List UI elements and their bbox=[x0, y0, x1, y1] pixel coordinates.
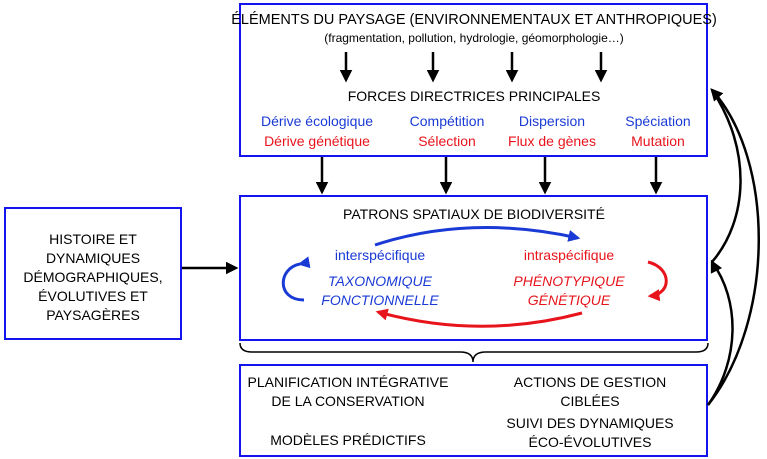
management-actions-line-1: ACTIONS DE GESTION bbox=[513, 374, 667, 390]
history-line-2: DYNAMIQUES bbox=[45, 250, 141, 266]
integrative-planning-line-1: PLANIFICATION INTÉGRATIVE bbox=[247, 374, 449, 390]
history-line-4: ÉVOLUTIVES ET bbox=[38, 288, 148, 304]
feedback-arrow-to-landscape bbox=[707, 88, 760, 406]
phenotypic-label: PHÉNOTYPIQUE bbox=[513, 273, 625, 289]
patterns-title: PATRONS SPATIAUX DE BIODIVERSITÉ bbox=[343, 206, 605, 222]
interspecific-label: interspécifique bbox=[334, 247, 426, 263]
biodiversity-patterns-box: PATRONS SPATIAUX DE BIODIVERSITÉ intersp… bbox=[239, 195, 708, 341]
feedback-arrow-head-patterns bbox=[710, 259, 723, 274]
force-gene-flow: Flux de gènes bbox=[508, 133, 596, 149]
patterns-brace bbox=[239, 342, 709, 363]
history-dynamics-box: HISTOIRE ET DYNAMIQUES DÉMOGRAPHIQUES, É… bbox=[4, 207, 182, 340]
eco-evolutionary-line-2: ÉCO-ÉVOLUTIVES bbox=[528, 434, 652, 450]
force-genetic-drift: Dérive génétique bbox=[264, 133, 370, 149]
feedback-arrow-to-patterns bbox=[710, 89, 742, 263]
genetic-label: GÉNÉTIQUE bbox=[527, 292, 611, 308]
interspecific-loop-arrow bbox=[281, 256, 311, 302]
conservation-actions-box: PLANIFICATION INTÉGRATIVE DE LA CONSERVA… bbox=[239, 364, 708, 457]
history-line-3: DÉMOGRAPHIQUES, bbox=[23, 269, 163, 285]
force-dispersion: Dispersion bbox=[518, 113, 586, 129]
functional-label: FONCTIONNELLE bbox=[321, 292, 439, 308]
feedback-arrow-to-forces-area bbox=[706, 261, 734, 406]
force-speciation: Spéciation bbox=[625, 113, 691, 129]
intra-to-inter-arrow bbox=[375, 308, 583, 328]
history-line-5: PAYSAGÈRES bbox=[46, 307, 140, 323]
forces-title: FORCES DIRECTRICES PRINCIPALES bbox=[347, 88, 601, 104]
landscape-elements-box: ÉLÉMENTS DU PAYSAGE (ENVIRONNEMENTAUX ET… bbox=[231, 3, 717, 157]
inter-to-intra-arrow bbox=[374, 226, 581, 247]
intraspecific-loop-arrow bbox=[647, 260, 668, 302]
management-actions-line-2: CIBLÉES bbox=[560, 393, 620, 409]
history-line-1: HISTOIRE ET bbox=[49, 231, 137, 247]
force-ecological-drift: Dérive écologique bbox=[260, 113, 374, 129]
intraspecific-label: intraspécifique bbox=[523, 247, 615, 263]
force-competition: Compétition bbox=[409, 113, 485, 129]
force-selection: Sélection bbox=[418, 133, 476, 149]
landscape-title: ÉLÉMENTS DU PAYSAGE (ENVIRONNEMENTAUX ET… bbox=[231, 12, 717, 28]
integrative-planning-line-2: DE LA CONSERVATION bbox=[271, 393, 425, 409]
landscape-subtitle: (fragmentation, pollution, hydrologie, g… bbox=[324, 31, 624, 45]
force-mutation: Mutation bbox=[631, 133, 685, 149]
eco-evolutionary-line-1: SUIVI DES DYNAMIQUES bbox=[506, 415, 674, 431]
predictive-models: MODÈLES PRÉDICTIFS bbox=[270, 432, 426, 448]
taxonomic-label: TAXONOMIQUE bbox=[328, 273, 432, 289]
